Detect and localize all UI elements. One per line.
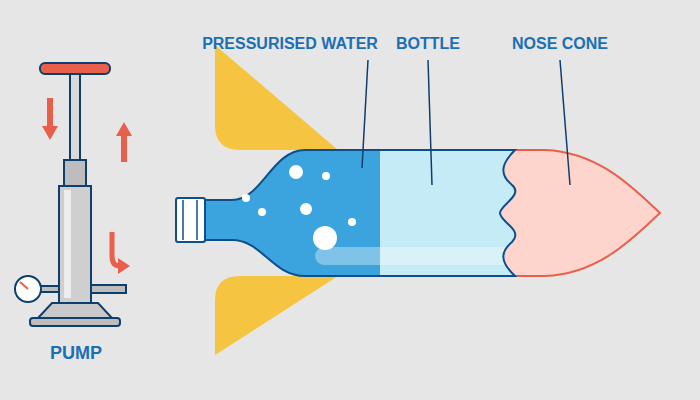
pressure-gauge (15, 276, 41, 302)
bottle-outline (205, 150, 515, 276)
bottle-cap (176, 198, 205, 242)
leader-line (428, 60, 432, 185)
cap-ridge (196, 200, 198, 240)
down-arrow-head (42, 126, 58, 140)
bubbles (242, 165, 356, 250)
up-arrow (121, 134, 127, 162)
gauge-needle (20, 282, 28, 289)
gauge-stem (40, 286, 59, 292)
leader-line (560, 60, 570, 185)
pump-outlet (91, 285, 126, 293)
part-label: BOTTLE (396, 34, 460, 54)
leader-line (362, 60, 368, 168)
cap-ridge (182, 200, 184, 240)
pump-handle (40, 63, 110, 74)
part-label: PUMP (50, 343, 102, 363)
part-label: NOSE CONE (512, 34, 608, 54)
flow-arrow-head (118, 258, 130, 274)
pump-shine (64, 190, 71, 298)
pump-foot (30, 318, 120, 326)
up-arrow-head (116, 122, 132, 136)
pump-collar (64, 160, 86, 188)
pump-barrel (59, 186, 91, 303)
pump-base (38, 303, 112, 318)
bottle-fill (200, 140, 530, 290)
top-fin (215, 45, 338, 150)
pump-figure (15, 63, 132, 326)
pump-rod (70, 74, 80, 164)
part-label: PRESSURISED WATER (202, 34, 378, 54)
bottom-fin (215, 276, 338, 355)
down-arrow (47, 98, 53, 128)
